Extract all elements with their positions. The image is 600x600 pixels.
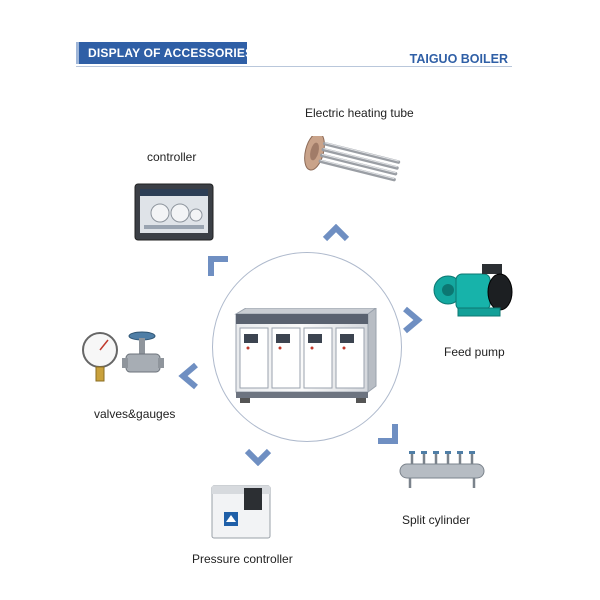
header-divider bbox=[76, 66, 512, 67]
chevron-up-left-icon bbox=[208, 256, 228, 276]
pressure-controller-image bbox=[211, 485, 271, 539]
label-feed-pump: Feed pump bbox=[444, 345, 505, 359]
label-split-cylinder: Split cylinder bbox=[402, 513, 471, 527]
label-controller: controller bbox=[147, 150, 197, 164]
chevron-right-icon bbox=[403, 306, 423, 334]
chevron-down-icon bbox=[244, 448, 272, 466]
electric-boiler-image bbox=[234, 308, 377, 403]
label-valves-gauges: valves&gauges bbox=[94, 407, 176, 421]
valves-gauges-image bbox=[82, 331, 164, 382]
split-cylinder-image bbox=[399, 451, 485, 488]
controller-image bbox=[134, 183, 214, 241]
feed-pump-image bbox=[433, 264, 513, 317]
chevron-left-icon bbox=[178, 362, 198, 390]
page-title: DISPLAY OF ACCESSORIES bbox=[88, 46, 254, 60]
chevron-up-icon bbox=[322, 224, 350, 242]
label-pressure-controller: Pressure controller bbox=[192, 552, 293, 566]
label-heating-tube: Electric heating tube bbox=[305, 106, 414, 120]
heating-tube-image bbox=[304, 136, 401, 182]
brand-name: TAIGUO BOILER bbox=[409, 52, 508, 66]
chevron-down-right-icon bbox=[378, 424, 398, 444]
header-bar bbox=[76, 42, 247, 64]
